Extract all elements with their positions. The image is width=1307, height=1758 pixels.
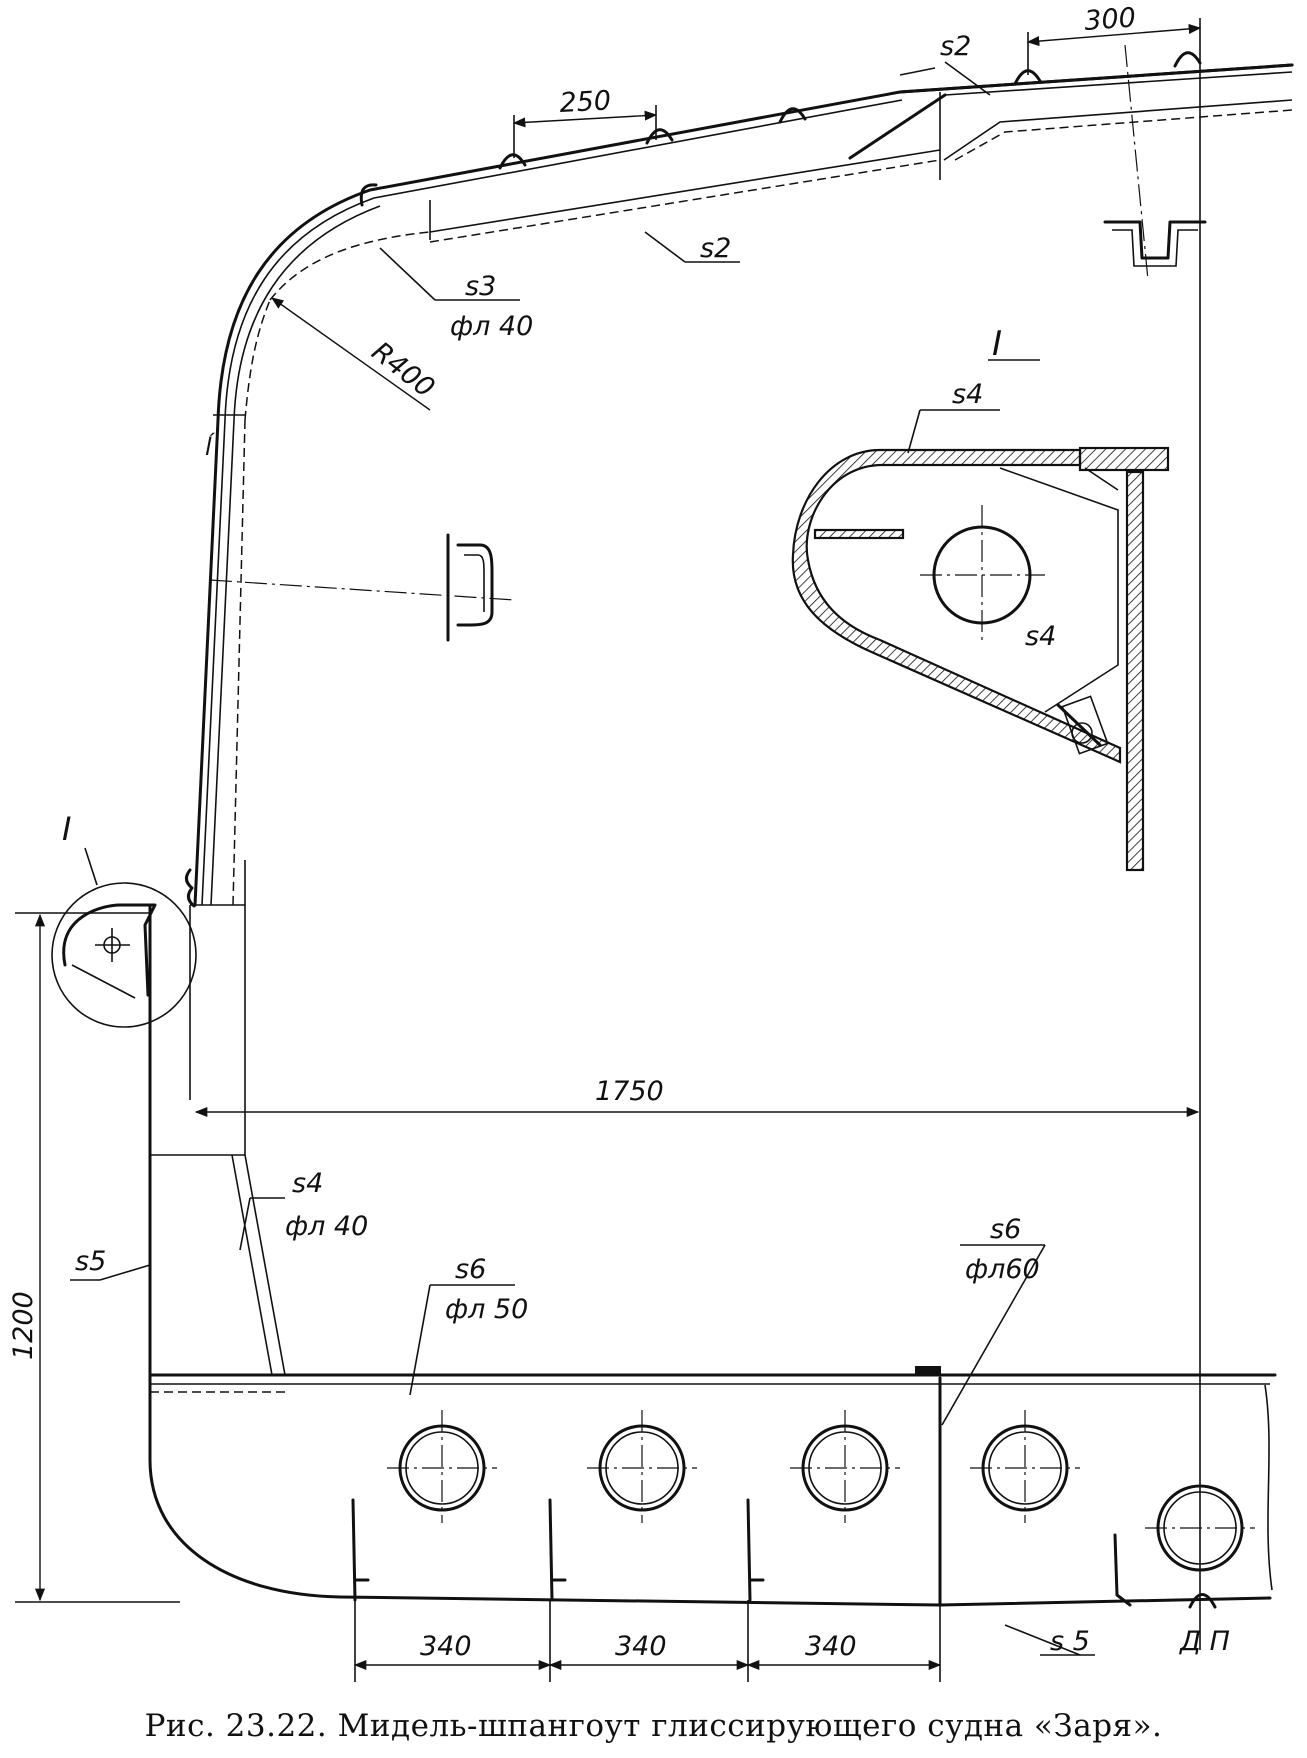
- deck-beam: [213, 92, 941, 906]
- dimension-340-row: [353, 1600, 942, 1682]
- centerline-label: Д П: [1179, 1626, 1230, 1657]
- labels: 250 300 1750 1200 340 340 340 R400 s2 s2…: [8, 2, 1230, 1662]
- detail-i-enlarged: [791, 359, 1170, 872]
- detail-mark-label: I: [62, 810, 71, 848]
- dim-300-label: 300: [1083, 2, 1137, 37]
- lightening-hole: [790, 1410, 900, 1523]
- dim-340-label-2: 340: [615, 1631, 667, 1662]
- side-stiffener-section: [209, 533, 516, 642]
- bracket-s3-label: s3: [465, 271, 496, 302]
- dimension-1200: [15, 912, 180, 1603]
- deck-stiffener-section: [1103, 44, 1207, 281]
- figure-caption: Рис. 23.22. Мидель-шпангоут глиссирующег…: [144, 1708, 1163, 1744]
- side-plating-label: s5: [75, 1246, 106, 1277]
- dim-340-label-1: 340: [420, 1631, 472, 1662]
- bottom-longitudinals: [351, 1498, 1132, 1607]
- center-floor-fl60-label: фл60: [965, 1254, 1040, 1285]
- lightening-hole: [587, 1410, 697, 1523]
- dim-250-label: 250: [559, 85, 612, 119]
- detail-title-label: I: [992, 324, 1002, 364]
- detail-plating-label: s4: [952, 379, 983, 410]
- detail-bracket-label: s4: [1025, 621, 1056, 652]
- dim-1200-label: 1200: [8, 1291, 39, 1360]
- side-bracket-fl40-label: фл 40: [285, 1211, 368, 1242]
- lightening-hole: [1145, 1484, 1255, 1572]
- dimension-300: [1026, 23, 1202, 75]
- leaders: [70, 61, 1095, 1656]
- radius-label: R400: [366, 336, 440, 404]
- bottom-plating-label: s 5: [1050, 1626, 1090, 1657]
- dim-1750-label: 1750: [595, 1076, 664, 1107]
- bracket-fl40-label: фл 40: [450, 311, 533, 342]
- floor-fl50-label: фл 50: [445, 1294, 528, 1325]
- lightening-hole: [387, 1410, 497, 1523]
- detail-i-circle: [51, 847, 197, 1028]
- dimension-250: [512, 105, 658, 158]
- dim-340-label-3: 340: [805, 1631, 857, 1662]
- side-bracket-s4-label: s4: [292, 1168, 323, 1199]
- deck-plating-label: s2: [940, 31, 971, 62]
- floor-s6-label: s6: [455, 1254, 486, 1285]
- deck-beam-label: s2: [700, 233, 731, 264]
- center-floor-s6-label: s6: [990, 1214, 1021, 1245]
- midship-section-drawing: 250 300 1750 1200 340 340 340 R400 s2 s2…: [8, 2, 1294, 1682]
- side-frame: [148, 860, 942, 1607]
- lightening-hole: [970, 1410, 1080, 1523]
- lightening-holes: [387, 1410, 1255, 1572]
- floor: [148, 1366, 1277, 1609]
- deck-plating: [193, 51, 1294, 907]
- radius-leader: [270, 297, 431, 411]
- minor-mark-label: ĺ: [205, 432, 216, 461]
